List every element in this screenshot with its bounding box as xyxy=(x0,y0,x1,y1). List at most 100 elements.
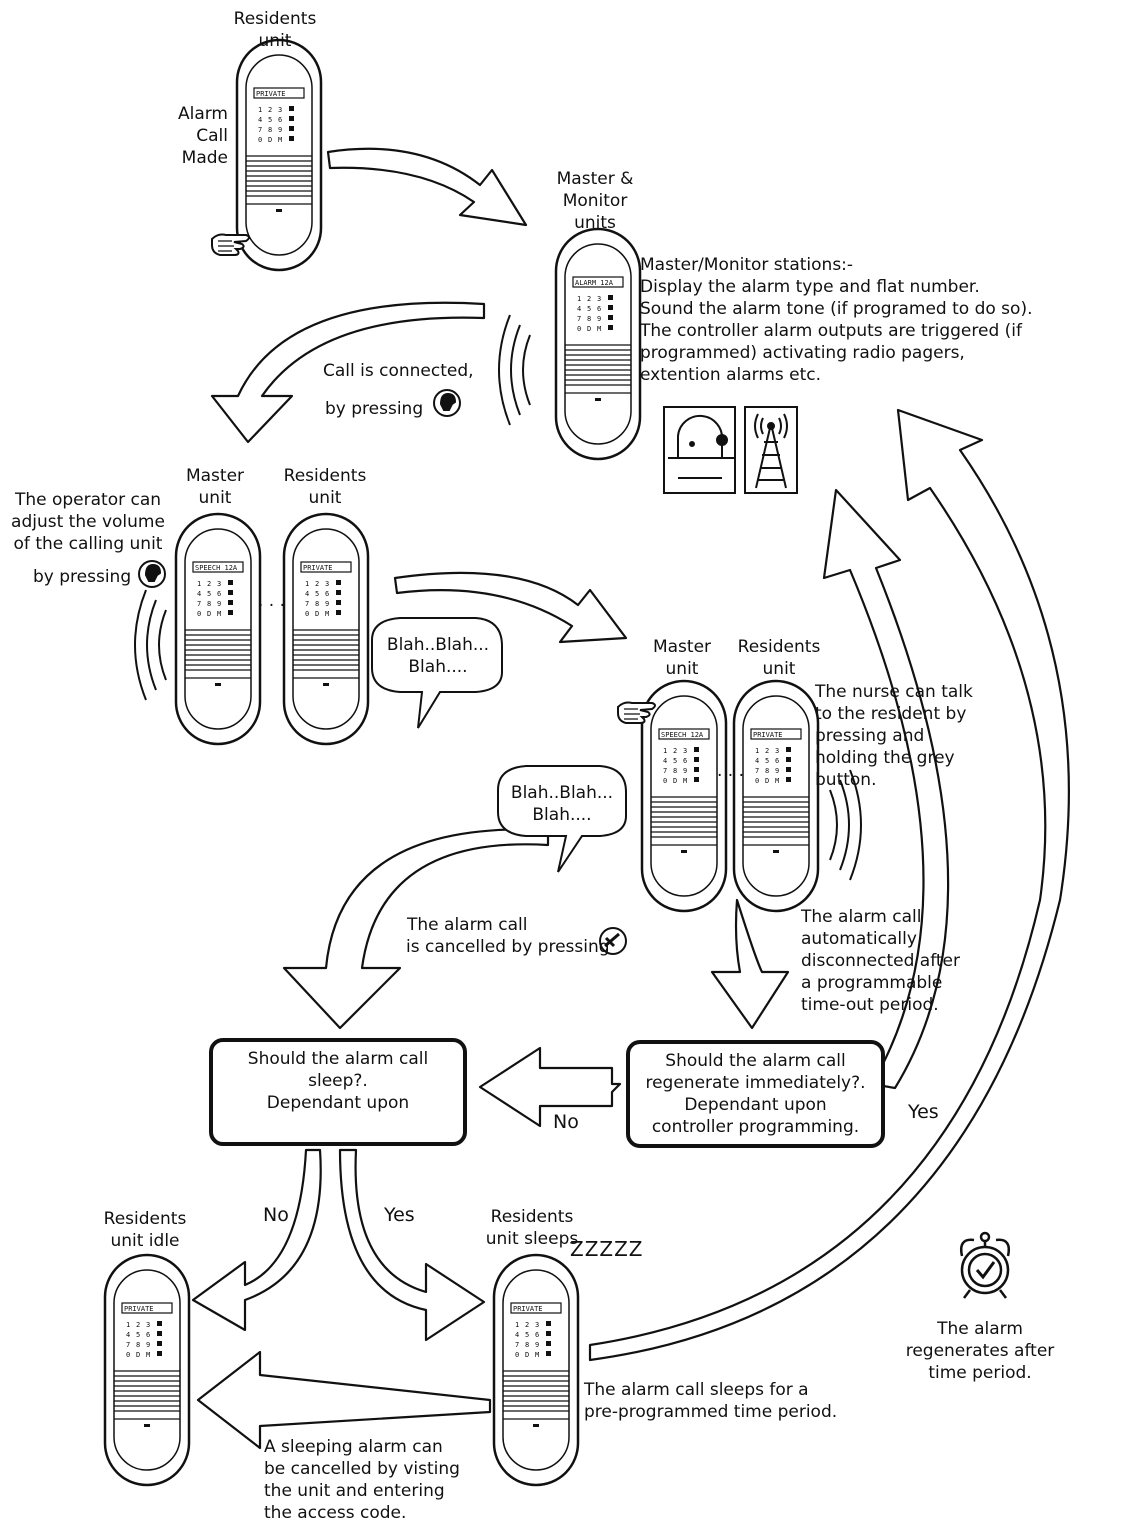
keypad-function-key xyxy=(694,777,699,782)
speech-bubble-2 xyxy=(497,765,627,873)
keypad-function-key xyxy=(786,767,791,772)
keypad-key: 8 xyxy=(207,600,211,608)
keypad-key: M xyxy=(775,777,779,785)
keypad-key: D xyxy=(315,610,319,618)
keypad-function-key xyxy=(336,610,341,615)
keypad-key: 7 xyxy=(755,767,759,775)
top-resident-display-text: PRIVATE xyxy=(256,90,286,98)
keypad-key: 3 xyxy=(217,580,221,588)
keypad-key: 6 xyxy=(325,590,329,598)
speech-bubble-1 xyxy=(371,617,503,729)
keypad-key: 2 xyxy=(525,1321,529,1329)
keypad-key: 5 xyxy=(587,305,591,313)
resident-idle-label: Residents unit idle xyxy=(103,1209,187,1251)
keypad-key: 0 xyxy=(197,610,201,618)
keypad-key: 3 xyxy=(597,295,601,303)
alarm-clock-icon xyxy=(960,1231,1010,1299)
arrow-cancel-sleep xyxy=(196,1350,492,1450)
keypad-key: 9 xyxy=(325,600,329,608)
keypad-key: 3 xyxy=(146,1321,150,1329)
keypad-key: 3 xyxy=(278,106,282,114)
keypad-key: 9 xyxy=(217,600,221,608)
volume-button-icon xyxy=(138,560,166,588)
auto-disconnect-text: The alarm call automatically disconnecte… xyxy=(801,907,961,1015)
arrow-no xyxy=(478,1046,622,1128)
resident-right-label: Residents unit xyxy=(737,637,821,679)
keypad-key: 8 xyxy=(136,1341,140,1349)
keypad-key: M xyxy=(325,610,329,618)
keypad-key: 1 xyxy=(126,1321,130,1329)
keypad-key: 0 xyxy=(755,777,759,785)
keypad-key: 9 xyxy=(683,767,687,775)
keypad-function-key xyxy=(546,1341,551,1346)
arrow-regenerate-time xyxy=(588,408,1070,1362)
keypad-key: 2 xyxy=(673,747,677,755)
answer-button-icon xyxy=(433,389,461,417)
call-connected-pressing-text: by pressing xyxy=(325,399,424,419)
keypad-key: 3 xyxy=(775,747,779,755)
sleeping-cancel-text: A sleeping alarm can be cancelled by vis… xyxy=(264,1437,460,1523)
keypad-key: 2 xyxy=(587,295,591,303)
zzz-text: ZZZZZ xyxy=(570,1237,644,1261)
yes-label-2: Yes xyxy=(384,1204,415,1226)
keypad-key: 2 xyxy=(315,580,319,588)
keypad-key: 3 xyxy=(535,1321,539,1329)
keypad-key: D xyxy=(673,777,677,785)
keypad-key: 5 xyxy=(315,590,319,598)
keypad-function-key xyxy=(289,116,294,121)
keypad-function-key xyxy=(608,315,613,320)
operator-pressing-text: by pressing xyxy=(33,567,132,587)
keypad-key: M xyxy=(597,325,601,333)
keypad-key: 4 xyxy=(258,116,262,124)
sleeps-period-text: The alarm call sleeps for a pre-programm… xyxy=(584,1380,838,1422)
keypad-key: 1 xyxy=(305,580,309,588)
alarm-bell-icon xyxy=(663,406,736,494)
resident-sleep-label: Residents unit sleeps xyxy=(485,1207,579,1249)
keypad-key: 9 xyxy=(146,1341,150,1349)
resident-right-display-text: PRIVATE xyxy=(753,731,783,739)
keypad-function-key xyxy=(289,106,294,111)
master-stations-text: Master/Monitor stations:- Display the al… xyxy=(640,255,1033,385)
keypad-key: 7 xyxy=(305,600,309,608)
keypad-key: 6 xyxy=(146,1331,150,1339)
arrow-cancel xyxy=(282,828,550,1030)
keypad-key: M xyxy=(535,1351,539,1359)
keypad-function-key xyxy=(289,126,294,131)
master-right-label: Master unit xyxy=(652,637,712,679)
keypad-key: M xyxy=(278,136,282,144)
resident-sleep-display-text: PRIVATE xyxy=(513,1305,543,1313)
keypad-key: 7 xyxy=(126,1341,130,1349)
keypad-key: 7 xyxy=(515,1341,519,1349)
keypad-key: 4 xyxy=(755,757,759,765)
keypad-key: 6 xyxy=(597,305,601,313)
keypad-key: 0 xyxy=(515,1351,519,1359)
keypad-key: M xyxy=(217,610,221,618)
keypad-function-key xyxy=(608,325,613,330)
speech-bubble-1-text: Blah..Blah... Blah.... xyxy=(386,635,490,677)
keypad-function-key xyxy=(157,1331,162,1336)
keypad-key: 3 xyxy=(325,580,329,588)
keypad-function-key xyxy=(336,600,341,605)
keypad-key: 5 xyxy=(525,1331,529,1339)
nurse-talk-text: The nurse can talk to the resident by pr… xyxy=(815,682,973,790)
keypad-key: 8 xyxy=(587,315,591,323)
keypad-key: 8 xyxy=(765,767,769,775)
no-label-1: No xyxy=(553,1111,579,1133)
keypad-function-key xyxy=(786,747,791,752)
keypad-function-key xyxy=(546,1331,551,1336)
keypad-function-key xyxy=(546,1351,551,1356)
keypad-key: 0 xyxy=(305,610,309,618)
keypad-function-key xyxy=(157,1321,162,1326)
keypad-key: 0 xyxy=(258,136,262,144)
should-regenerate-box: Should the alarm call regenerate immedia… xyxy=(626,1040,885,1148)
keypad-key: 2 xyxy=(207,580,211,588)
keypad-key: M xyxy=(146,1351,150,1359)
keypad-key: 9 xyxy=(597,315,601,323)
keypad-function-key xyxy=(289,136,294,141)
keypad-function-key xyxy=(157,1341,162,1346)
cancelled-text-1: The alarm call xyxy=(407,915,528,935)
keypad-key: 1 xyxy=(258,106,262,114)
yes-label-1: Yes xyxy=(908,1101,939,1123)
